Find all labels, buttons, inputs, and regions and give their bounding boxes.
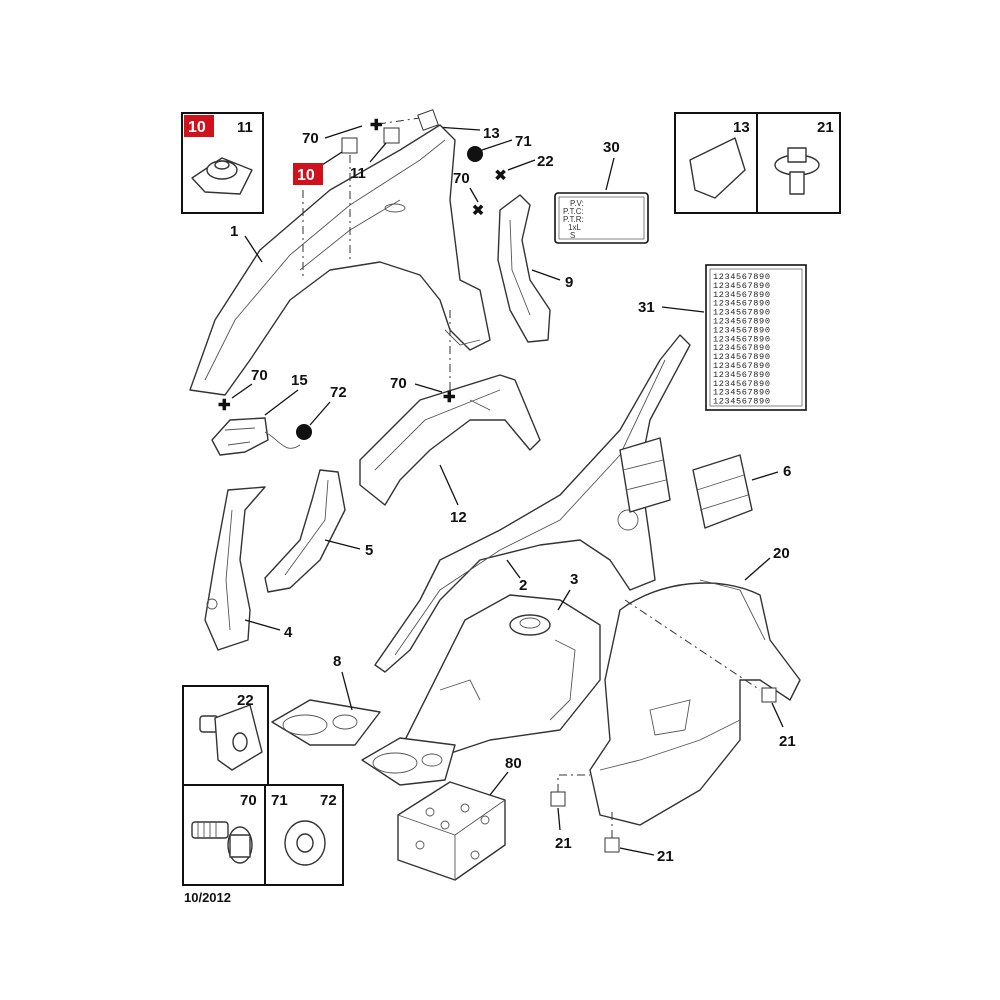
label-31-row: 1234567890 (713, 397, 771, 407)
part-6-reinforcement (619, 437, 753, 529)
svg-text:1xL: 1xL (568, 223, 581, 232)
callout-70-top: 70 (302, 130, 319, 147)
callout-70-right: 70 (390, 375, 407, 392)
label-31-row: 1234567890 (713, 379, 771, 389)
washer-dot-icon (296, 424, 312, 440)
clip-square-icon (604, 837, 620, 853)
nut-cross-icon: ✚ (489, 165, 510, 186)
callout-70-inset: 70 (240, 792, 257, 809)
callout-8: 8 (333, 653, 341, 670)
callout-3: 3 (570, 571, 578, 588)
screw-cross-icon: ✚ (218, 397, 231, 414)
callout-70-mid: 70 (453, 170, 470, 187)
callout-15: 15 (291, 372, 308, 389)
label-31-row: 1234567890 (713, 361, 771, 371)
clip-square-icon (761, 687, 777, 703)
label-31-row: 1234567890 (713, 308, 771, 318)
label-31-row: 1234567890 (713, 272, 771, 282)
label-31-row: 1234567890 (713, 325, 771, 335)
callout-13: 13 (483, 125, 500, 142)
callout-13-inset: 13 (733, 119, 750, 136)
callout-6: 6 (783, 463, 791, 480)
part-5-pillar (264, 469, 346, 593)
label-31-row: 1234567890 (713, 370, 771, 380)
clip-square-icon (417, 109, 439, 131)
callout-11-inset: 11 (237, 119, 253, 136)
callout-71: 71 (515, 133, 532, 150)
callout-21-bottom-right: 21 (657, 848, 674, 865)
label-31-row: 1234567890 (713, 299, 771, 309)
svg-text:P.T.C:: P.T.C: (563, 207, 584, 216)
label-31-row: 1234567890 (713, 352, 771, 362)
callout-72-inset: 72 (320, 792, 337, 809)
clip-square-icon (383, 127, 400, 144)
callout-80: 80 (505, 755, 522, 772)
svg-text:P.T.R:: P.T.R: (563, 215, 584, 224)
red-label-bg (293, 163, 323, 185)
svg-text:S: S (570, 231, 575, 240)
part-9-trim (497, 194, 551, 343)
inset-bolt-box (182, 784, 344, 886)
label-31-sticker: 1234567890123456789012345678901234567890… (705, 264, 807, 411)
inset-clip-box (181, 112, 264, 214)
label-31-row: 1234567890 (713, 290, 771, 300)
red-label-bg (184, 115, 214, 137)
clip-icon (191, 157, 253, 195)
callout-31: 31 (638, 299, 655, 316)
inset-fastener-box (674, 112, 841, 214)
callout-22: 22 (537, 153, 554, 170)
part-20-wheel-arch-liner (589, 579, 801, 826)
screw-cross-icon: ✚ (443, 389, 456, 406)
callout-1: 1 (230, 223, 238, 240)
part-8-seal-plates (271, 699, 456, 786)
clip-square-icon (341, 137, 358, 154)
callout-5: 5 (365, 542, 373, 559)
callout-72: 72 (330, 384, 347, 401)
label-31-row: 1234567890 (713, 281, 771, 291)
callout-11: 11 (350, 165, 366, 182)
callout-4: 4 (284, 624, 293, 641)
callout-12: 12 (450, 509, 467, 526)
callout-30: 30 (603, 139, 620, 156)
label-30-sticker: P.V: P.T.C: P.T.R: 1xL S (554, 192, 649, 244)
screw-cross-icon: ✚ (467, 200, 488, 221)
date-code: 10/2012 (184, 890, 231, 905)
label-31-row: 1234567890 (713, 317, 771, 327)
part-80-fastener-kit (397, 781, 506, 881)
callout-9: 9 (565, 274, 573, 291)
callout-10: 10 (297, 167, 315, 184)
callout-layer: 10 11 13 21 70 ✚ 13 10 11 71 ✚ 22 70 ✚ 1 9 30 31 70 ✚ 15 72 70… (184, 115, 834, 905)
label-31-row: 1234567890 (713, 388, 771, 398)
callout-70-left: 70 (251, 367, 268, 384)
callout-71-inset: 71 (271, 792, 288, 809)
part-4-brace (204, 486, 266, 651)
callout-22-inset: 22 (237, 692, 254, 709)
svg-text:P.V:: P.V: (570, 199, 584, 208)
part-15-actuator (211, 417, 301, 456)
bracket-icon (689, 137, 746, 199)
callout-21-inset: 21 (817, 119, 834, 136)
callout-20: 20 (773, 545, 790, 562)
callout-21-right: 21 (779, 733, 796, 750)
callout-21-bottom-left: 21 (555, 835, 572, 852)
callout-2: 2 (519, 577, 527, 594)
label-31-row: 1234567890 (713, 343, 771, 353)
screw-cross-icon: ✚ (370, 117, 383, 134)
push-clip-icon (774, 147, 820, 195)
washer-dot-icon (467, 146, 483, 162)
label-31-row: 1234567890 (713, 334, 771, 344)
part-12-wheel-arch-rail (359, 374, 541, 506)
weld-nut-icon (199, 704, 263, 771)
bolt-icon (191, 821, 253, 864)
washer-icon (284, 820, 326, 866)
part-3-strut-housing (399, 594, 601, 761)
inset-nut-box (182, 685, 269, 786)
clip-square-icon (550, 791, 566, 807)
callout-10-inset: 10 (188, 119, 206, 136)
